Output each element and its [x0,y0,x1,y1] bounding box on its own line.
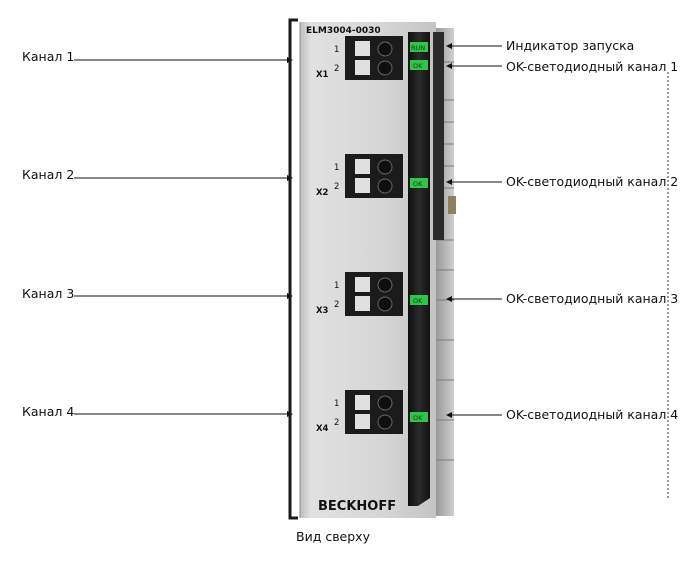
ok-led-2 [410,178,428,188]
x3-pin-1: 1 [334,281,339,291]
run-led-text: RUN [411,44,425,52]
ok-led-2-text: OK [413,180,423,188]
label-ok-led-4: OK-светодиодный канал 4 [506,407,679,422]
label-channel-4: Канал 4 [22,404,75,419]
label-channel-2: Канал 2 [22,167,75,182]
side-latch [448,196,456,214]
brand-logo: BECKHOFF [318,499,396,514]
ok-led-4-text: OK [413,414,423,422]
connector-x4 [345,390,403,434]
ok-led-3-text: OK [413,297,423,305]
ok-led-1-text: OK [413,62,423,70]
rail-bracket [288,18,298,520]
label-channel-3: Канал 3 [22,286,75,301]
x4-pin-1: 1 [334,399,339,409]
leader-arrowheads-right [446,43,452,418]
label-ok-led-1: OK-светодиодный канал 1 [506,59,679,74]
x2-pin-2: 2 [334,182,339,192]
label-run-indicator: Индикатор запуска [506,38,635,53]
x3-label: X3 [316,306,329,316]
connector-x1 [345,36,403,80]
label-channel-1: Канал 1 [22,49,75,64]
led-strip [408,32,430,506]
leader-lines-right [452,45,502,416]
x1-label: X1 [316,70,329,80]
label-ok-led-2: OK-светодиодный канал 2 [506,174,679,189]
label-ok-led-3: OK-светодиодный канал 3 [506,291,679,306]
run-led [410,42,428,52]
leader-lines-left [74,59,290,415]
x2-label: X2 [316,188,329,198]
ok-led-3 [410,295,428,305]
caption-top-view: Вид сверху [296,529,370,544]
connector-x3 [345,272,403,316]
connector-x2 [345,154,403,198]
ok-led-1 [410,60,428,70]
x1-pin-2: 2 [334,64,339,74]
x2-pin-1: 1 [334,163,339,173]
x4-label: X4 [316,424,329,434]
x4-pin-2: 2 [334,418,339,428]
model-label: ELM3004-0030 [306,26,381,36]
x1-pin-1: 1 [334,45,339,55]
x3-pin-2: 2 [334,300,339,310]
ok-led-4 [410,412,428,422]
